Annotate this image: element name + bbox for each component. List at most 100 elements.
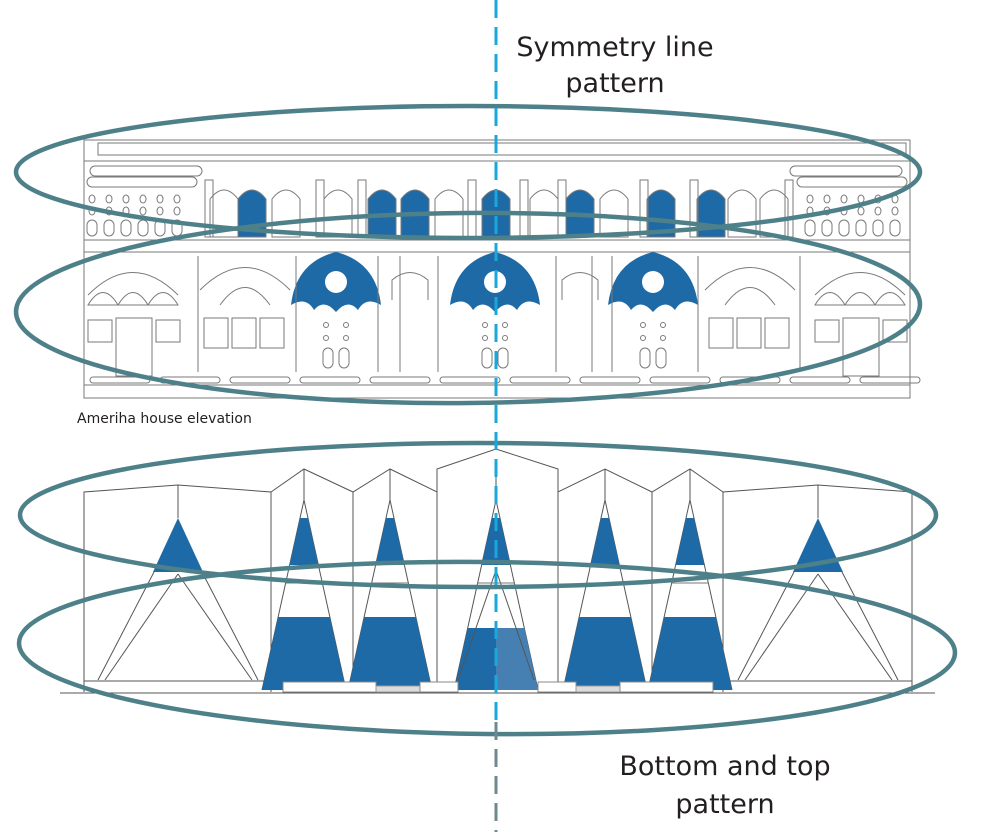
ornament-dot <box>857 206 865 216</box>
ornament-niche <box>338 347 350 369</box>
arch <box>759 189 789 238</box>
ornament-niche <box>889 219 901 237</box>
abstraction-top-ellipse <box>17 440 939 590</box>
base-block <box>282 681 377 693</box>
base-slab <box>369 376 431 384</box>
lower-arcade-ellipse <box>13 210 923 406</box>
base-slab <box>509 376 571 384</box>
left-triangle <box>153 518 203 572</box>
elevation-drawing <box>83 139 921 399</box>
lattice-window <box>231 317 257 349</box>
ornament-niche <box>137 219 149 237</box>
lattice-window <box>764 317 790 349</box>
ornament-dot <box>660 335 666 341</box>
window <box>882 319 908 343</box>
cone-edge <box>562 499 606 691</box>
small-arch <box>814 292 846 306</box>
upper-left-panel <box>86 176 198 188</box>
pillar <box>557 179 567 238</box>
window <box>814 319 840 343</box>
ornament-dot <box>823 194 831 204</box>
cornice <box>97 142 907 156</box>
ornament-niche <box>497 347 509 369</box>
small-arch <box>844 292 876 306</box>
dome-oculus <box>325 271 347 293</box>
cone-bottom-band <box>348 617 432 690</box>
door <box>115 317 153 377</box>
upper-right-panel <box>796 176 908 188</box>
ornament-niche <box>86 219 98 237</box>
ornament-dot <box>173 206 181 216</box>
window <box>155 319 181 343</box>
ornament-dot <box>343 322 349 328</box>
lattice-window <box>736 317 762 349</box>
cone-bottom-band <box>648 617 732 690</box>
cone-bottom-band-light <box>496 628 538 690</box>
ornament-dot <box>640 335 646 341</box>
symmetry-line-label: Symmetry line pattern <box>500 30 730 102</box>
abstraction-bottom-ellipse <box>16 559 958 737</box>
cone-bottom-band <box>563 617 647 690</box>
base-slab <box>229 376 291 384</box>
ornament-dot <box>156 194 164 204</box>
right-triangle <box>793 518 843 572</box>
base-slab <box>859 376 921 384</box>
lattice-window <box>203 317 229 349</box>
ornament-dot <box>502 335 508 341</box>
ornament-dot <box>122 194 130 204</box>
vault-arc <box>199 267 291 291</box>
arch <box>599 189 629 238</box>
ornament-dot <box>173 194 181 204</box>
vault-arc <box>814 272 906 296</box>
door <box>842 317 880 377</box>
base-slab <box>719 376 781 384</box>
base-slab <box>579 376 641 384</box>
small-arch <box>87 292 119 306</box>
ornament-niche <box>804 219 816 237</box>
base-slab <box>789 376 851 384</box>
ornament-dot <box>806 194 814 204</box>
pillar <box>204 179 214 238</box>
cone-top-band <box>289 518 319 565</box>
vault-arc <box>704 267 796 291</box>
pillar <box>357 179 367 238</box>
cone-edge <box>261 499 305 691</box>
ornament-dot <box>323 335 329 341</box>
cone-edge <box>303 499 347 691</box>
ornament-niche <box>322 347 334 369</box>
pillar <box>689 179 699 238</box>
ornament-niche <box>639 347 651 369</box>
ornament-niche <box>821 219 833 237</box>
pillar <box>639 179 649 238</box>
cone-edge <box>453 499 497 691</box>
cone-edge <box>495 499 539 691</box>
upper-arcade-ellipse <box>13 103 923 241</box>
dome-oculus <box>642 271 664 293</box>
cone-edge <box>604 499 648 691</box>
small-arch <box>117 292 149 306</box>
cone-top-band <box>375 518 405 565</box>
ornament-dot <box>482 322 488 328</box>
ornament-dot <box>139 194 147 204</box>
bottom-top-pattern-label: Bottom and top pattern <box>580 748 870 824</box>
ornament-dot <box>156 206 164 216</box>
ornament-dot <box>502 322 508 328</box>
bottom-top-label-line1: Bottom and top <box>619 751 831 782</box>
ornament-niche <box>872 219 884 237</box>
niche-arch <box>391 272 429 300</box>
pillar <box>467 179 477 238</box>
ornament-dot <box>139 206 147 216</box>
ornament-dot <box>640 322 646 328</box>
ornament-dot <box>88 194 96 204</box>
ornament-dot <box>660 322 666 328</box>
ornament-niche <box>481 347 493 369</box>
cone-edge <box>647 499 691 691</box>
small-arch <box>874 292 906 306</box>
cone-top-band <box>675 518 705 565</box>
base-slab <box>649 376 711 384</box>
cone-edge <box>689 499 733 691</box>
cone-bottom-band <box>262 617 346 690</box>
symmetry-label-line2: pattern <box>565 68 665 99</box>
highlight-ellipses <box>13 103 958 737</box>
